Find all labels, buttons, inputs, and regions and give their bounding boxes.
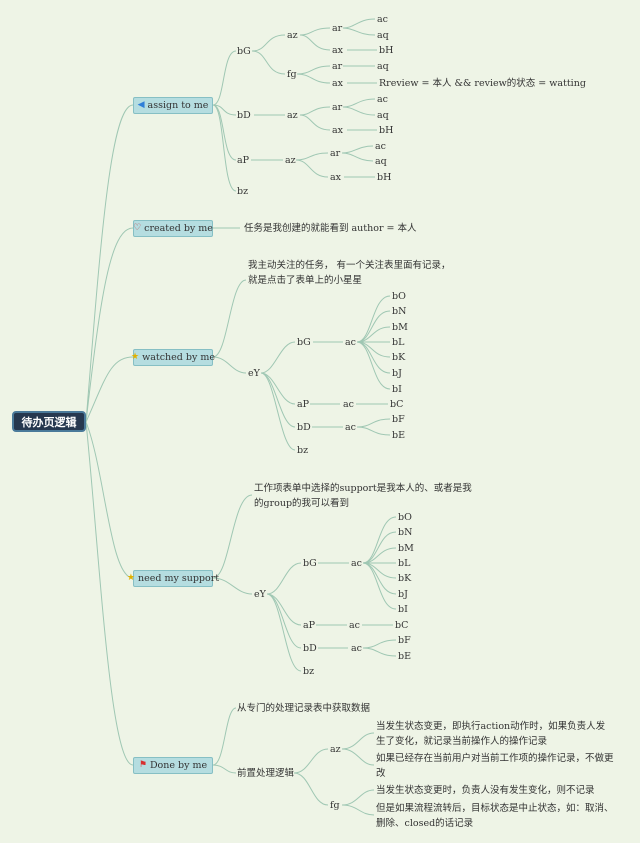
node-bL[interactable]: bL: [392, 337, 405, 348]
node-bI[interactable]: bI: [392, 384, 402, 395]
node-az-note-2[interactable]: 如果已经存在当前用户对当前工作项的操作记录，不做更改: [376, 753, 614, 779]
node-az-note-1[interactable]: 当发生状态变更，即执行action动作时，如果负责人发生了变化，就记录当前操作人…: [376, 721, 606, 747]
node-aP[interactable]: aP: [297, 399, 310, 410]
node-fg-note-2[interactable]: 但是如果流程流转后，目标状态是中止状态，如：取消、删除、closed的话记录: [376, 803, 614, 829]
node-eY[interactable]: eY: [248, 368, 260, 379]
node-ac[interactable]: ac: [349, 620, 360, 631]
node-created-note[interactable]: 任务是我创建的就能看到 author = 本人: [244, 223, 417, 234]
node-bE[interactable]: bE: [392, 430, 406, 441]
node-bD[interactable]: bD: [297, 422, 311, 433]
node-ac[interactable]: ac: [375, 141, 386, 152]
node-ar[interactable]: ar: [330, 148, 341, 159]
node-bM[interactable]: bM: [392, 322, 408, 333]
node-bO[interactable]: bO: [398, 512, 412, 523]
node-label: Done by me: [149, 760, 208, 771]
flag-icon: ⚑: [138, 760, 147, 770]
node-label: created by me: [144, 223, 213, 234]
node-fg[interactable]: fg: [330, 800, 340, 811]
node-ac[interactable]: ac: [377, 14, 388, 25]
node-bD[interactable]: bD: [303, 643, 317, 654]
node-aq[interactable]: aq: [377, 30, 389, 41]
node-aP[interactable]: aP: [237, 155, 250, 166]
root-node[interactable]: 待办页逻辑: [12, 411, 86, 432]
node-bz[interactable]: bz: [237, 186, 249, 197]
heart-icon: ♡: [133, 223, 142, 233]
node-ar[interactable]: ar: [332, 61, 343, 72]
node-bN[interactable]: bN: [398, 527, 413, 538]
node-label: need my support: [138, 573, 220, 584]
node-ac[interactable]: ac: [351, 643, 362, 654]
node-bN[interactable]: bN: [392, 306, 407, 317]
node-ax[interactable]: ax: [332, 45, 344, 56]
node-ac[interactable]: ac: [343, 399, 354, 410]
node-az[interactable]: az: [285, 155, 296, 166]
star-icon: ★: [131, 352, 140, 362]
node-ax[interactable]: ax: [332, 78, 344, 89]
node-bM[interactable]: bM: [398, 543, 414, 554]
node-label: watched by me: [142, 352, 215, 363]
node-bK[interactable]: bK: [392, 352, 406, 363]
node-bG[interactable]: bG: [297, 337, 311, 348]
node-preprocess[interactable]: 前置处理逻辑: [237, 768, 295, 779]
node-watched-by-me[interactable]: ★watched by me: [131, 349, 215, 366]
node-bD[interactable]: bD: [237, 110, 251, 121]
node-eY[interactable]: eY: [254, 589, 266, 600]
node-watched-note[interactable]: 我主动关注的任务， 有一个关注表里面有记录，就是点击了表单上的小星星: [248, 260, 451, 286]
node-aq[interactable]: aq: [375, 156, 387, 167]
node-bH[interactable]: bH: [377, 172, 392, 183]
node-done-note[interactable]: 从专门的处理记录表中获取数据: [237, 703, 371, 714]
node-ac[interactable]: ac: [345, 422, 356, 433]
node-az[interactable]: az: [287, 110, 298, 121]
node-label: assign to me: [147, 100, 209, 111]
node-bE[interactable]: bE: [398, 651, 412, 662]
node-done-by-me[interactable]: ⚑Done by me: [133, 757, 213, 774]
node-bJ[interactable]: bJ: [398, 589, 408, 600]
node-ac[interactable]: ac: [377, 94, 388, 105]
node-need-my-support[interactable]: ★need my support: [127, 570, 219, 587]
paper-plane-icon: ◀: [137, 100, 145, 110]
node-bC[interactable]: bC: [395, 620, 409, 631]
node-az[interactable]: az: [287, 30, 298, 41]
node-assign-to-me[interactable]: ◀assign to me: [133, 97, 213, 114]
node-ac[interactable]: ac: [345, 337, 356, 348]
node-bz[interactable]: bz: [303, 666, 315, 677]
node-bz[interactable]: bz: [297, 445, 309, 456]
node-fg-note-1[interactable]: 当发生状态变更时，负责人没有发生变化，则不记录: [376, 785, 595, 796]
node-bG[interactable]: bG: [303, 558, 317, 569]
node-az[interactable]: az: [330, 744, 341, 755]
node-created-by-me[interactable]: ♡created by me: [133, 220, 213, 237]
node-aq[interactable]: aq: [377, 110, 389, 121]
node-bC[interactable]: bC: [390, 399, 404, 410]
node-ac[interactable]: ac: [351, 558, 362, 569]
node-bI[interactable]: bI: [398, 604, 408, 615]
node-ax[interactable]: ax: [330, 172, 342, 183]
node-bJ[interactable]: bJ: [392, 368, 402, 379]
node-support-note[interactable]: 工作项表单中选择的support是我本人的、或者是我的group的我可以看到: [254, 483, 472, 509]
node-bK[interactable]: bK: [398, 573, 412, 584]
node-bG[interactable]: bG: [237, 46, 251, 57]
star-icon: ★: [126, 573, 135, 583]
node-bH[interactable]: bH: [379, 45, 394, 56]
node-bL[interactable]: bL: [398, 558, 411, 569]
node-ar[interactable]: ar: [332, 23, 343, 34]
node-ar[interactable]: ar: [332, 102, 343, 113]
node-bO[interactable]: bO: [392, 291, 406, 302]
node-bH[interactable]: bH: [379, 125, 394, 136]
node-ax[interactable]: ax: [332, 125, 344, 136]
node-bF[interactable]: bF: [392, 414, 405, 425]
node-bF[interactable]: bF: [398, 635, 411, 646]
node-aq[interactable]: aq: [377, 61, 389, 72]
node-review-note[interactable]: Rreview = 本人 && review的状态 = watting: [379, 78, 586, 89]
node-fg[interactable]: fg: [287, 69, 297, 80]
node-aP[interactable]: aP: [303, 620, 316, 631]
